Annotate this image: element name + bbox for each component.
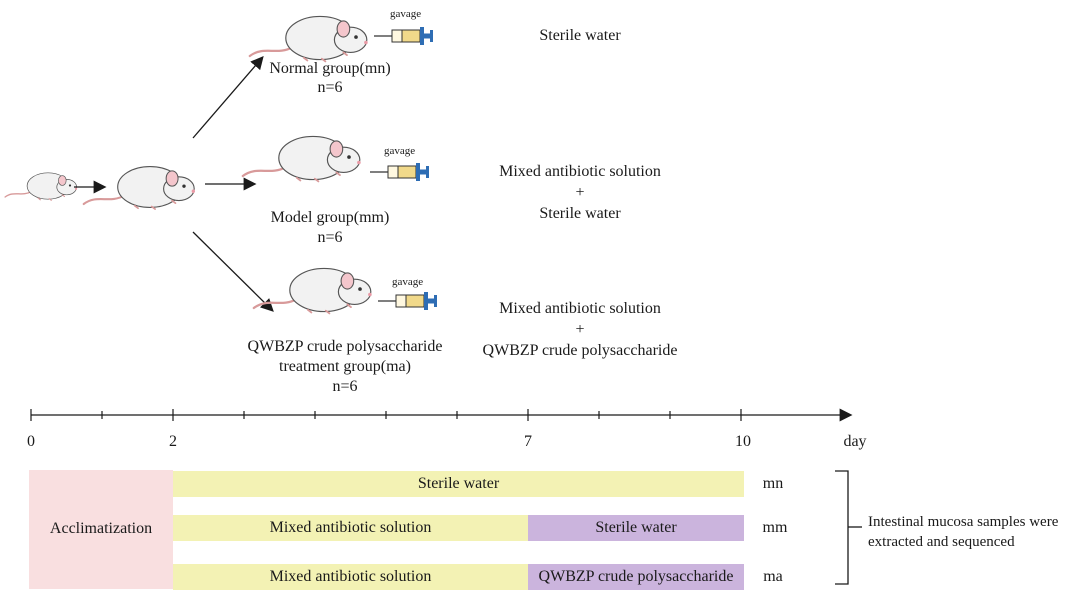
timeline-ticks xyxy=(30,409,742,421)
row-label-mn: mn xyxy=(762,475,784,492)
model-group-n: n=6 xyxy=(317,229,343,246)
timeline-tick-label: 2 xyxy=(169,433,177,450)
gavage-label: gavage xyxy=(384,145,416,157)
syringe-icon xyxy=(377,291,438,311)
mm-sterile-water-bar: Sterile water xyxy=(528,515,744,541)
timeline-tick-label: 10 xyxy=(735,433,751,450)
treatment-group-treatment-line2: QWBZP crude polysaccharide xyxy=(482,342,678,359)
samples-bracket xyxy=(835,470,849,585)
ma-polysaccharide-bar: QWBZP crude polysaccharide xyxy=(528,564,744,590)
young-mouse-icon xyxy=(4,172,78,201)
mn-sterile-water-bar: Sterile water xyxy=(173,471,744,497)
acclimatization-block: Acclimatization xyxy=(29,470,173,589)
row-label-ma: ma xyxy=(763,568,783,585)
timeline-unit-label: day xyxy=(843,433,867,450)
row-label-mm: mm xyxy=(762,519,788,536)
samples-note-line1: Intestinal mucosa samples were xyxy=(868,514,1059,530)
gavage-label: gavage xyxy=(390,8,422,20)
treatment-group-name-line1: QWBZP crude polysaccharide xyxy=(247,338,443,355)
ma-antibiotic-bar: Mixed antibiotic solution xyxy=(173,564,528,590)
model-treatment-line1: Mixed antibiotic solution xyxy=(499,163,661,180)
normal-treatment: Sterile water xyxy=(539,27,621,44)
normal-group-mouse-icon xyxy=(248,15,369,63)
syringe-icon xyxy=(373,26,434,46)
model-group-name: Model group(mm) xyxy=(270,209,390,226)
normal-group-name: Normal group(mn) xyxy=(269,60,391,77)
treatment-group-name-line2: treatment group(ma) xyxy=(279,358,411,375)
acclimatized-mouse-icon xyxy=(82,165,197,211)
model-treatment-line2: Sterile water xyxy=(539,205,621,222)
mm-antibiotic-bar: Mixed antibiotic solution xyxy=(173,515,528,541)
samples-note-line2: extracted and sequenced xyxy=(868,534,1015,550)
treatment-group-n: n=6 xyxy=(332,378,358,395)
arrow-icon xyxy=(192,231,274,312)
normal-group-n: n=6 xyxy=(317,79,343,96)
model-treatment-plus: + xyxy=(575,184,585,201)
treatment-group-treatment-line1: Mixed antibiotic solution xyxy=(499,300,661,317)
gavage-label: gavage xyxy=(392,276,424,288)
model-group-mouse-icon xyxy=(241,135,362,183)
treatment-group-mouse-icon xyxy=(252,267,373,315)
timeline-tick-label: 7 xyxy=(524,433,532,450)
samples-note: Intestinal mucosa samples were extracted… xyxy=(868,512,1058,552)
syringe-icon xyxy=(369,162,430,182)
treatment-group-treatment-plus: + xyxy=(575,321,585,338)
arrow-icon xyxy=(192,56,264,139)
acclimatization-label: Acclimatization xyxy=(49,520,153,537)
timeline-tick-label: 0 xyxy=(27,433,35,450)
